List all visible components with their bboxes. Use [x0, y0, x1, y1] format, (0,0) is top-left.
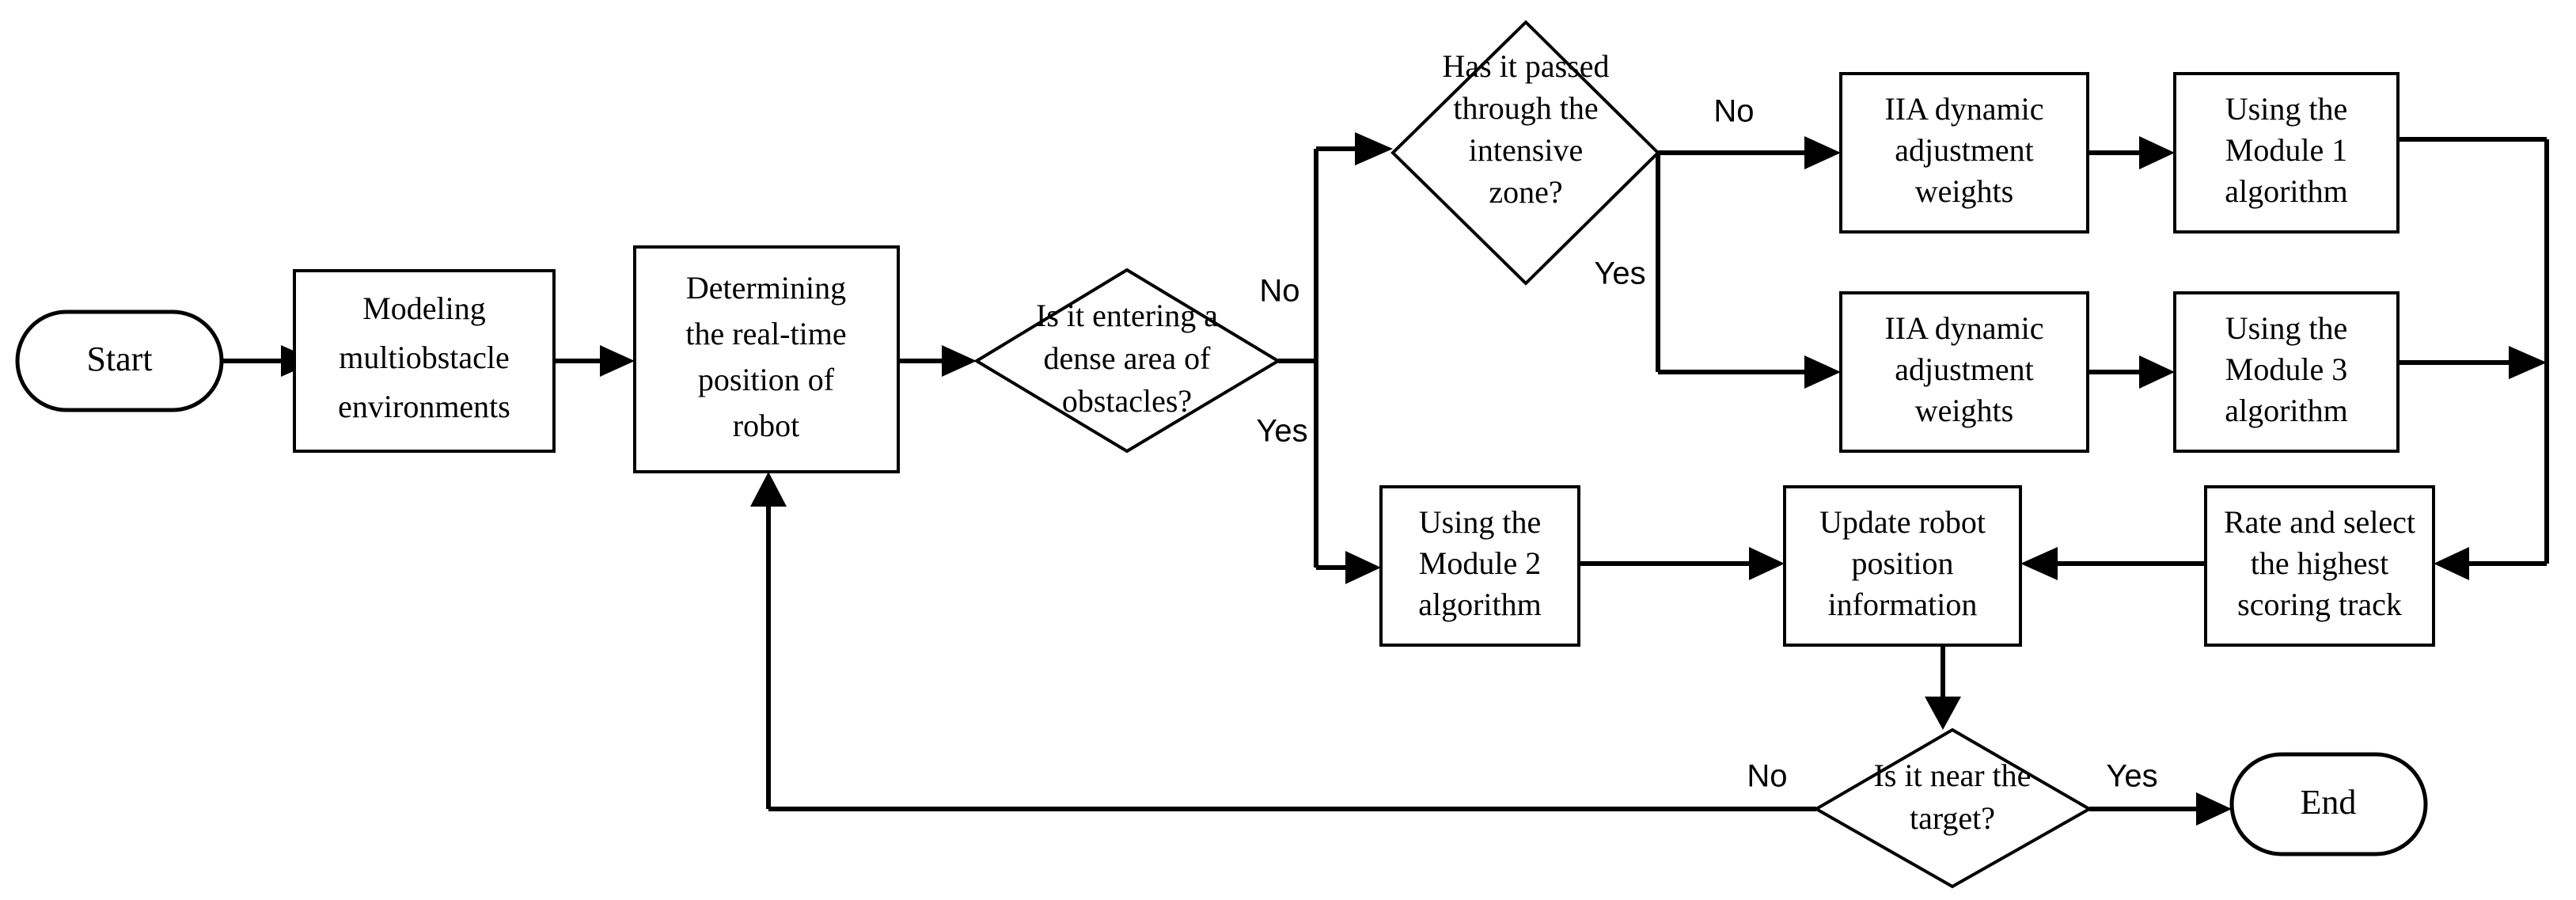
node-module2-line3: algorithm: [1418, 587, 1542, 622]
node-iia-top-line3: weights: [1915, 173, 2013, 209]
node-intensive-line4: zone?: [1489, 174, 1562, 210]
node-modeling-line1: Modeling: [362, 291, 486, 326]
node-iia-mid-line2: adjustment: [1895, 351, 2034, 387]
edge-modeling-to-determining: [554, 345, 635, 377]
node-update-line3: information: [1828, 587, 1978, 622]
node-end[interactable]: End: [2229, 752, 2428, 856]
edge-module3-to-right-rail: [2398, 346, 2547, 379]
node-update-line2: position: [1852, 545, 1954, 581]
node-module1-algorithm[interactable]: Using the Module 1 algorithm: [2173, 72, 2400, 234]
edge-module2-to-update-robot: [1579, 547, 1785, 580]
node-decision-dense-area[interactable]: Is it entering a dense area of obstacles…: [973, 268, 1281, 454]
edge-dense-decision-branch-bus: [1278, 132, 1393, 584]
node-rate-line3: scoring track: [2237, 587, 2402, 622]
edge-determining-to-dense-decision: [898, 345, 977, 377]
node-determining-real-time-position[interactable]: Determining the real-time position of ro…: [633, 245, 900, 473]
node-module3-line3: algorithm: [2225, 393, 2348, 428]
node-start[interactable]: Start: [15, 309, 224, 412]
edge-intensive-yes-to-iia-mid: [1656, 153, 1841, 389]
node-determining-line1: Determining: [686, 270, 846, 306]
node-rate-line2: the highest: [2251, 545, 2388, 581]
node-module3-algorithm[interactable]: Using the Module 3 algorithm: [2173, 291, 2400, 453]
node-modeling-line3: environments: [338, 389, 510, 424]
edge-iia-top-to-module1: [2088, 136, 2175, 169]
node-iia-mid-line3: weights: [1915, 393, 2013, 428]
node-module1-line2: Module 1: [2225, 132, 2347, 168]
node-update-line1: Update robot: [1819, 504, 1986, 540]
node-update-robot-position[interactable]: Update robot position information: [1783, 485, 2022, 647]
node-near-target-line1: Is it near the: [1874, 758, 2032, 793]
edge-label-dense-yes: Yes: [1256, 414, 1307, 449]
node-modeling-line2: multiobstacle: [339, 340, 510, 375]
node-determining-line4: robot: [733, 408, 799, 443]
edge-intensive-no-to-iia-top: [1658, 136, 1841, 169]
edge-label-target-no: No: [1747, 759, 1787, 794]
node-module3-line2: Module 3: [2225, 351, 2347, 387]
edge-label-target-yes: Yes: [2106, 759, 2157, 794]
node-intensive-line1: Has it passed: [1442, 48, 1609, 84]
node-decision-intensive-zone[interactable]: Has it passed through the intensive zone…: [1390, 20, 1660, 286]
node-intensive-line3: intensive: [1469, 132, 1583, 168]
node-end-label: End: [2301, 783, 2357, 822]
node-dense-line2: dense area of: [1044, 340, 1212, 376]
node-rate-line1: Rate and select: [2224, 504, 2415, 540]
node-decision-near-target[interactable]: Is it near the target?: [1812, 727, 2093, 889]
node-modeling-multiobstacle-environments[interactable]: Modeling multiobstacle environments: [293, 269, 556, 453]
edge-rate-select-to-update-robot: [2020, 547, 2206, 580]
node-determining-line2: the real-time: [685, 316, 846, 351]
edge-near-target-yes-to-end: [2089, 792, 2232, 826]
edge-near-target-no-feedback-loop: [750, 472, 1816, 811]
node-iia-top-line2: adjustment: [1895, 132, 2034, 168]
node-module2-algorithm[interactable]: Using the Module 2 algorithm: [1379, 485, 1580, 647]
edge-label-intensive-no: No: [1713, 94, 1754, 129]
edge-label-dense-no: No: [1259, 274, 1299, 309]
node-iia-dynamic-adjustment-weights-top[interactable]: IIA dynamic adjustment weights: [1839, 72, 2089, 234]
node-rate-select-highest-scoring-track[interactable]: Rate and select the highest scoring trac…: [2204, 485, 2435, 647]
node-iia-mid-line1: IIA dynamic: [1884, 310, 2043, 346]
node-module2-line2: Module 2: [1419, 545, 1541, 581]
node-iia-dynamic-adjustment-weights-mid[interactable]: IIA dynamic adjustment weights: [1839, 291, 2089, 453]
edge-update-robot-to-near-target: [1925, 645, 1961, 730]
edge-label-intensive-yes: Yes: [1594, 256, 1645, 291]
node-module3-line1: Using the: [2225, 310, 2347, 346]
node-dense-line3: obstacles?: [1062, 383, 1192, 419]
node-iia-top-line1: IIA dynamic: [1884, 91, 2043, 127]
edge-iia-mid-to-module3: [2088, 355, 2175, 389]
node-near-target-line2: target?: [1910, 800, 1995, 836]
node-module1-line1: Using the: [2225, 91, 2347, 127]
node-dense-line1: Is it entering a: [1036, 298, 1218, 333]
node-module2-line1: Using the: [1419, 504, 1541, 540]
node-determining-line3: position of: [698, 362, 835, 397]
node-start-label: Start: [86, 340, 152, 378]
edge-right-rail-to-rate-select: [2434, 547, 2547, 580]
node-intensive-line2: through the: [1453, 90, 1598, 126]
node-module1-line3: algorithm: [2225, 173, 2348, 209]
